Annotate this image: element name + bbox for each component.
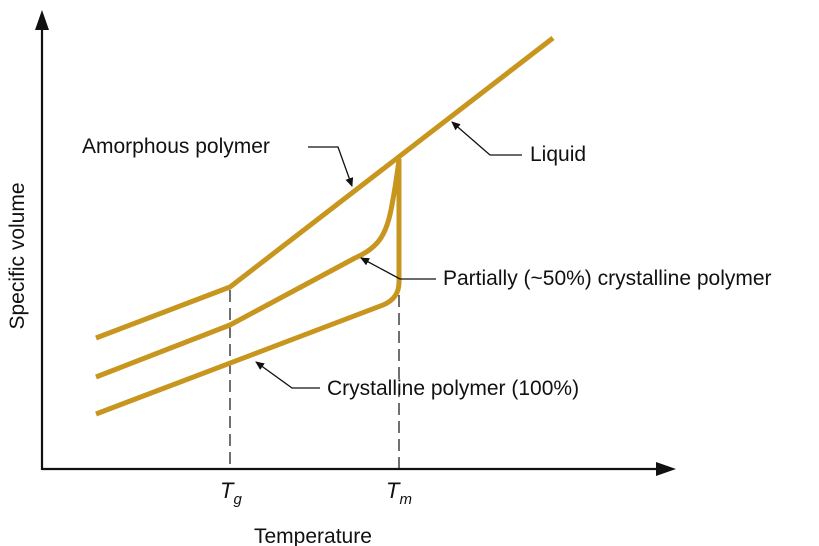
liquid-leader (451, 121, 522, 156)
x-axis-arrow-icon (656, 462, 676, 476)
crystalline-curve (95, 281, 402, 417)
tick-tm: Tm (386, 478, 412, 508)
partial-leader (360, 257, 436, 280)
label-crystalline: Crystalline polymer (100%) (327, 377, 579, 400)
x-axis-title: Temperature (254, 525, 372, 546)
crystalline-leader (255, 361, 320, 389)
label-amorphous: Amorphous polymer (82, 135, 270, 158)
amorphous-curve (95, 36, 555, 341)
tick-tg-main: T (220, 478, 235, 503)
y-axis-title: Specific volume (6, 182, 29, 329)
tick-tg: Tg (220, 478, 242, 508)
label-partial: Partially (~50%) crystalline polymer (443, 267, 772, 290)
amorphous-leader (308, 146, 354, 187)
y-axis-arrow-icon (35, 10, 49, 30)
tick-tm-sub: m (399, 491, 412, 508)
tick-tm-main: T (386, 478, 401, 503)
tick-tg-sub: g (233, 491, 242, 508)
partially-crystalline-curve (95, 157, 402, 380)
label-liquid: Liquid (530, 143, 586, 166)
